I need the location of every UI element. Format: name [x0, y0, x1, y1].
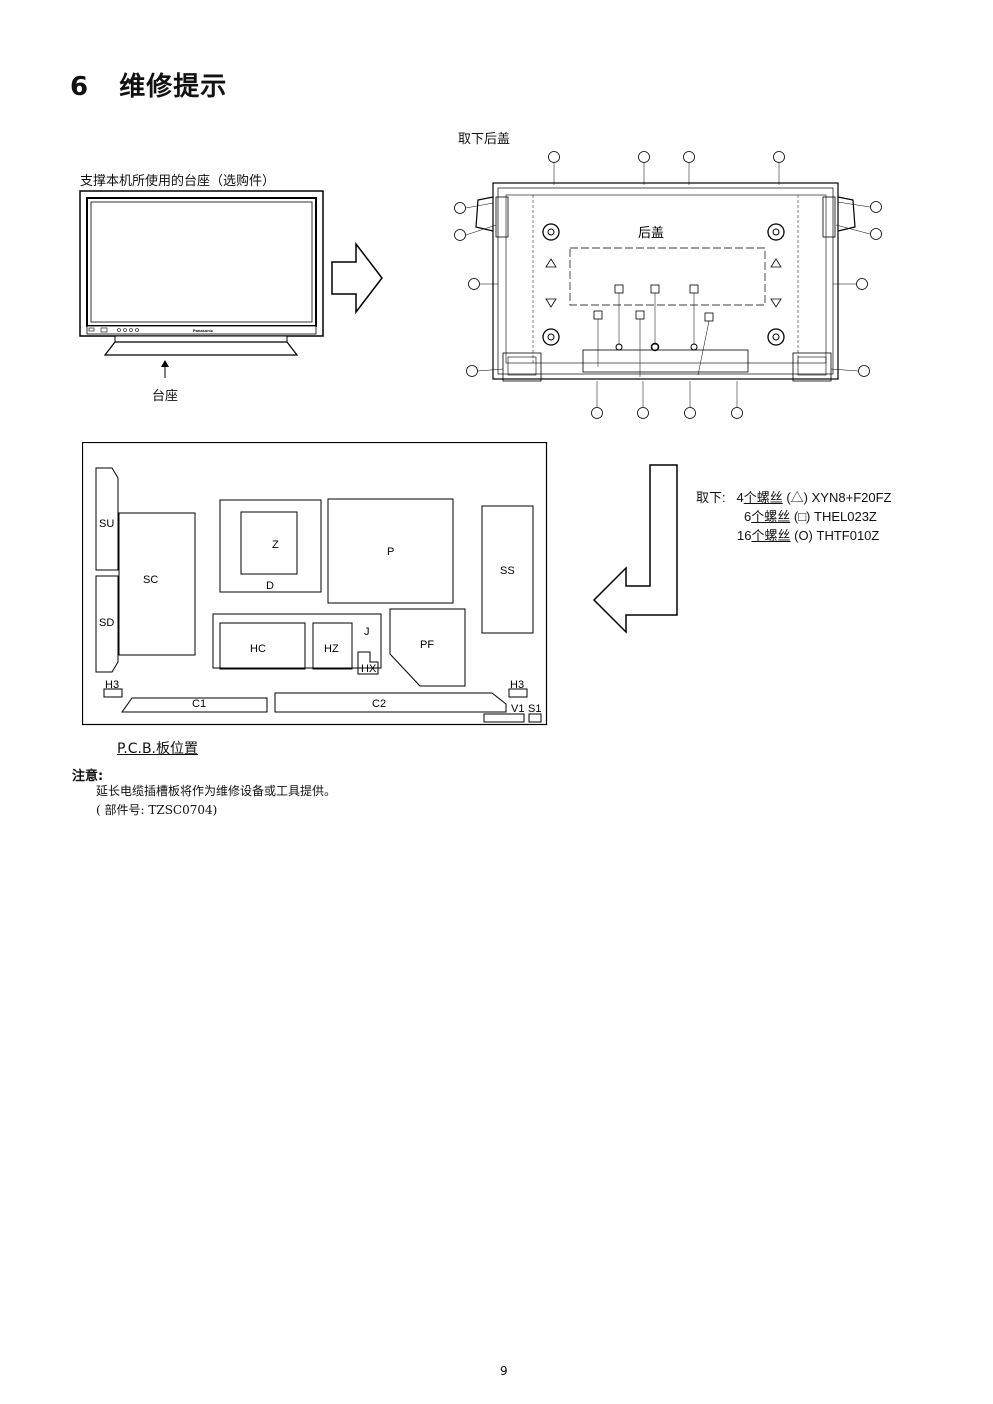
board-h3-left-label: H3 — [105, 679, 119, 691]
pcb-caption: P.C.B.板位置 — [117, 741, 198, 757]
rear-cover-label: 后盖 — [638, 225, 664, 240]
front-view-diagram: Panasonic — [79, 190, 324, 378]
section-title: 维修提示 — [119, 72, 228, 102]
note-title: 注意: — [72, 769, 104, 784]
screw-list-row-2: 6个螺丝 (□) THEL023Z — [744, 509, 877, 524]
board-hx-label: HX — [361, 663, 377, 675]
board-pf-label: PF — [420, 639, 434, 651]
rear-view-diagram: 后盖 — [454, 151, 882, 419]
board-p-label: P — [387, 546, 394, 558]
screw-list-row-3: 16个螺丝 (O) THTF010Z — [737, 528, 880, 543]
arrow-right-icon — [331, 241, 383, 315]
brand-logo: Panasonic — [193, 328, 214, 333]
note-line-2: ( 部件号: TZSC0704) — [96, 803, 218, 817]
board-z-label: Z — [272, 539, 279, 551]
section-heading: 6 维修提示 — [70, 66, 227, 103]
stand-label: 台座 — [152, 389, 179, 404]
board-c1-label: C1 — [192, 698, 206, 710]
section-number: 6 — [70, 72, 90, 102]
note-line-1: 延长电缆插槽板将作为维修设备或工具提供。 — [96, 784, 337, 798]
board-sc-label: SC — [143, 574, 158, 586]
arrow-down-left-icon — [592, 464, 678, 634]
screw-list-row-1: 取下: 4个螺丝 (△) XYN8+F20FZ — [696, 490, 892, 505]
board-hz-label: HZ — [324, 643, 339, 655]
board-sd-label: SD — [99, 617, 114, 629]
board-v1-label: V1 — [511, 703, 524, 715]
board-ss-label: SS — [500, 565, 515, 577]
screw-list-prefix: 取下: — [696, 490, 726, 505]
board-s1-label: S1 — [528, 703, 541, 715]
board-c2-label: C2 — [372, 698, 386, 710]
pcb-layout-diagram: SU SD SC Z D P SS J HC HZ HX PF H3 H3 C1… — [82, 442, 548, 726]
board-h3-right-label: H3 — [510, 679, 524, 691]
rear-view-caption: 取下后盖 — [458, 132, 511, 147]
front-view-caption: 支撑本机所使用的台座（选购件） — [80, 174, 276, 189]
board-su-label: SU — [99, 518, 114, 530]
board-j-label: J — [364, 626, 370, 638]
page-number: 9 — [500, 1364, 508, 1378]
board-d-label: D — [266, 580, 274, 592]
board-hc-label: HC — [250, 643, 266, 655]
